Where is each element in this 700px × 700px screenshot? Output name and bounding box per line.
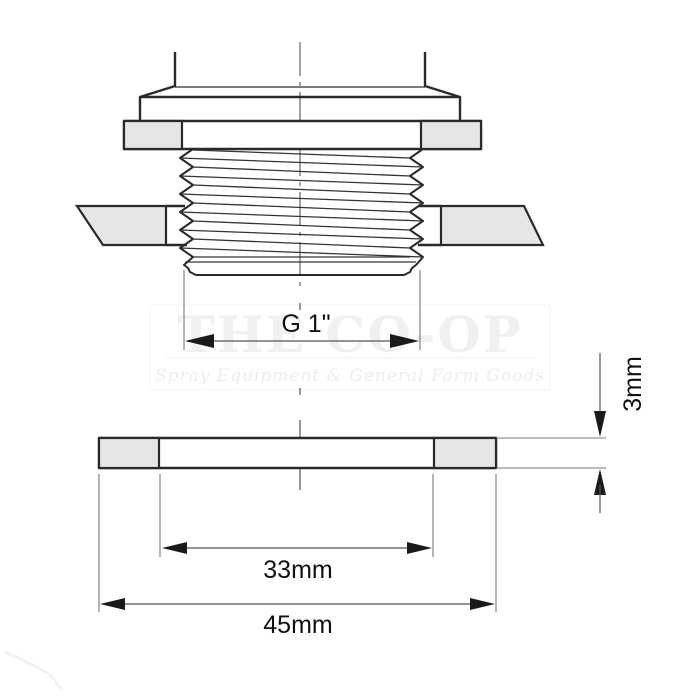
thread-size-label: G 1" (281, 310, 330, 338)
tank-wall-left (74, 204, 168, 247)
inner-diameter-label: 33mm (263, 556, 332, 584)
watermark: THE CO-OP Spray Equipment & General Farm… (149, 304, 551, 391)
corner-watermark-mark (4, 650, 64, 691)
thread (179, 148, 424, 276)
tank-wall (74, 204, 545, 247)
fitting (122, 52, 483, 276)
flange-section-left (122, 119, 184, 151)
washer-section-right (432, 436, 498, 470)
watermark-subtitle: Spray Equipment & General Farm Goods (155, 366, 545, 386)
washer-section-left (97, 436, 161, 470)
tank-wall-right (439, 204, 545, 247)
inner-diameter-dimension: 33mm (159, 474, 434, 584)
outer-diameter-label: 45mm (263, 611, 332, 639)
washer (97, 436, 498, 470)
flange-section-right (419, 119, 483, 151)
thread-dimension: G 1" (183, 270, 421, 350)
watermark-title: THE CO-OP (177, 305, 522, 364)
thickness-dimension: 3mm (496, 353, 647, 513)
outer-diameter-dimension: 45mm (98, 474, 497, 639)
thickness-label: 3mm (619, 356, 647, 412)
